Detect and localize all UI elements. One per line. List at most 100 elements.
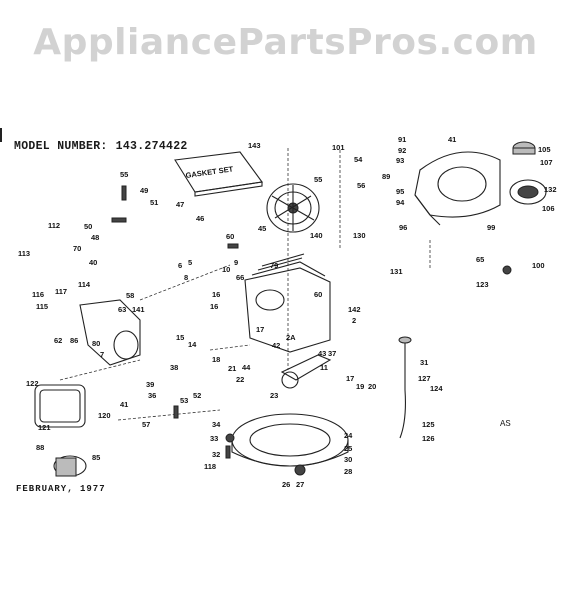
part-callout-52[interactable]: 52 <box>193 391 201 400</box>
part-callout-39[interactable]: 39 <box>146 380 154 389</box>
part-callout-141[interactable]: 141 <box>132 305 145 314</box>
part-callout-27[interactable]: 27 <box>296 480 304 489</box>
part-callout-31[interactable]: 31 <box>420 358 428 367</box>
part-callout-8[interactable]: 8 <box>184 273 188 282</box>
part-callout-17b[interactable]: 17 <box>346 374 354 383</box>
part-callout-6[interactable]: 6 <box>178 261 182 270</box>
part-callout-36[interactable]: 36 <box>148 391 156 400</box>
part-callout-42[interactable]: 42 <box>272 341 280 350</box>
part-callout-48[interactable]: 48 <box>91 233 99 242</box>
part-callout-58[interactable]: 58 <box>126 291 134 300</box>
carburetor-part[interactable] <box>79 299 141 366</box>
part-callout-56[interactable]: 56 <box>357 181 365 190</box>
part-callout-63[interactable]: 63 <box>118 305 126 314</box>
gasket-set-part[interactable]: GASKET SET <box>174 151 263 197</box>
part-callout-44[interactable]: 44 <box>242 363 251 372</box>
part-callout-60b[interactable]: 60 <box>314 290 322 299</box>
part-callout-10[interactable]: 10 <box>222 265 230 274</box>
dipstick-part[interactable] <box>398 336 412 439</box>
part-callout-92[interactable]: 92 <box>398 146 406 155</box>
part-callout-16[interactable]: 16 <box>212 290 220 299</box>
part-callout-41b[interactable]: 41 <box>120 400 128 409</box>
part-callout-15[interactable]: 15 <box>176 333 184 342</box>
part-callout-113[interactable]: 113 <box>18 249 30 258</box>
part-callout-11[interactable]: 11 <box>320 363 328 372</box>
part-callout-125[interactable]: 125 <box>422 420 435 429</box>
part-callout-47[interactable]: 47 <box>176 200 184 209</box>
part-callout-5[interactable]: 5 <box>188 258 192 267</box>
part-callout-105[interactable]: 105 <box>538 145 551 154</box>
muffler-part[interactable] <box>53 455 87 477</box>
part-callout-143[interactable]: 143 <box>248 141 261 150</box>
engine-base-part[interactable] <box>231 413 349 467</box>
part-callout-2A[interactable]: 2A <box>286 333 296 342</box>
part-callout-70[interactable]: 70 <box>73 244 81 253</box>
part-callout-88[interactable]: 88 <box>36 443 44 452</box>
part-callout-41[interactable]: 41 <box>448 135 456 144</box>
part-callout-114[interactable]: 114 <box>78 280 91 289</box>
part-callout-130[interactable]: 130 <box>353 231 366 240</box>
part-callout-57[interactable]: 57 <box>142 420 150 429</box>
cylinder-block-part[interactable] <box>244 253 331 353</box>
part-callout-60[interactable]: 60 <box>226 232 234 241</box>
blower-housing-part[interactable] <box>414 151 501 226</box>
part-callout-120[interactable]: 120 <box>98 411 111 420</box>
part-callout-50[interactable]: 50 <box>84 222 92 231</box>
part-callout-62[interactable]: 62 <box>54 336 62 345</box>
part-callout-115[interactable]: 115 <box>36 302 48 311</box>
part-callout-93[interactable]: 93 <box>396 156 404 165</box>
part-callout-34[interactable]: 34 <box>212 420 221 429</box>
part-callout-7[interactable]: 7 <box>100 350 104 359</box>
part-callout-22[interactable]: 22 <box>236 375 244 384</box>
part-callout-14[interactable]: 14 <box>188 340 197 349</box>
part-callout-40[interactable]: 40 <box>89 258 97 267</box>
part-callout-66[interactable]: 66 <box>236 273 244 282</box>
part-callout-53[interactable]: 53 <box>180 396 188 405</box>
part-callout-25[interactable]: 25 <box>344 444 352 453</box>
part-callout-86[interactable]: 86 <box>70 336 78 345</box>
part-callout-121[interactable]: 121 <box>38 423 51 432</box>
fuel-tank-part[interactable] <box>34 384 86 428</box>
part-callout-23[interactable]: 23 <box>270 391 278 400</box>
part-callout-85[interactable]: 85 <box>92 453 100 462</box>
part-callout-17[interactable]: 17 <box>256 325 264 334</box>
part-callout-80[interactable]: 80 <box>92 339 100 348</box>
part-callout-21[interactable]: 21 <box>228 364 236 373</box>
part-callout-123[interactable]: 123 <box>476 280 489 289</box>
part-callout-122[interactable]: 122 <box>26 379 39 388</box>
part-callout-95[interactable]: 95 <box>396 187 404 196</box>
rewind-starter-part[interactable] <box>509 179 547 205</box>
part-callout-30[interactable]: 30 <box>344 455 352 464</box>
part-callout-9[interactable]: 9 <box>234 258 238 267</box>
part-callout-79[interactable]: 79 <box>270 261 278 270</box>
part-callout-112[interactable]: 112 <box>48 221 60 230</box>
part-callout-45[interactable]: 45 <box>258 224 266 233</box>
part-callout-33[interactable]: 33 <box>210 434 218 443</box>
part-callout-101[interactable]: 101 <box>332 143 345 152</box>
part-callout-127[interactable]: 127 <box>418 374 431 383</box>
part-callout-20[interactable]: 20 <box>368 382 376 391</box>
part-callout-2[interactable]: 2 <box>352 316 356 325</box>
part-callout-37[interactable]: 37 <box>328 349 336 358</box>
part-callout-65[interactable]: 65 <box>476 255 484 264</box>
part-callout-116[interactable]: 116 <box>32 290 44 299</box>
part-callout-28[interactable]: 28 <box>344 467 352 476</box>
part-callout-107[interactable]: 107 <box>540 158 553 167</box>
part-callout-117[interactable]: 117 <box>55 287 67 296</box>
part-callout-124[interactable]: 124 <box>430 384 443 393</box>
part-callout-51[interactable]: 51 <box>150 198 158 207</box>
part-callout-131[interactable]: 131 <box>390 267 403 276</box>
part-callout-38[interactable]: 38 <box>170 363 178 372</box>
part-callout-142[interactable]: 142 <box>348 305 361 314</box>
part-callout-55b[interactable]: 55 <box>120 170 128 179</box>
part-callout-18[interactable]: 18 <box>212 355 220 364</box>
part-callout-91[interactable]: 91 <box>398 135 406 144</box>
crankshaft-part[interactable] <box>280 354 332 389</box>
part-callout-118[interactable]: 118 <box>204 462 216 471</box>
part-callout-46[interactable]: 46 <box>196 214 204 223</box>
flywheel-part[interactable] <box>266 183 320 233</box>
part-callout-26[interactable]: 26 <box>282 480 290 489</box>
part-callout-54[interactable]: 54 <box>354 155 363 164</box>
part-callout-96[interactable]: 96 <box>399 223 407 232</box>
part-callout-132[interactable]: 132 <box>544 185 557 194</box>
